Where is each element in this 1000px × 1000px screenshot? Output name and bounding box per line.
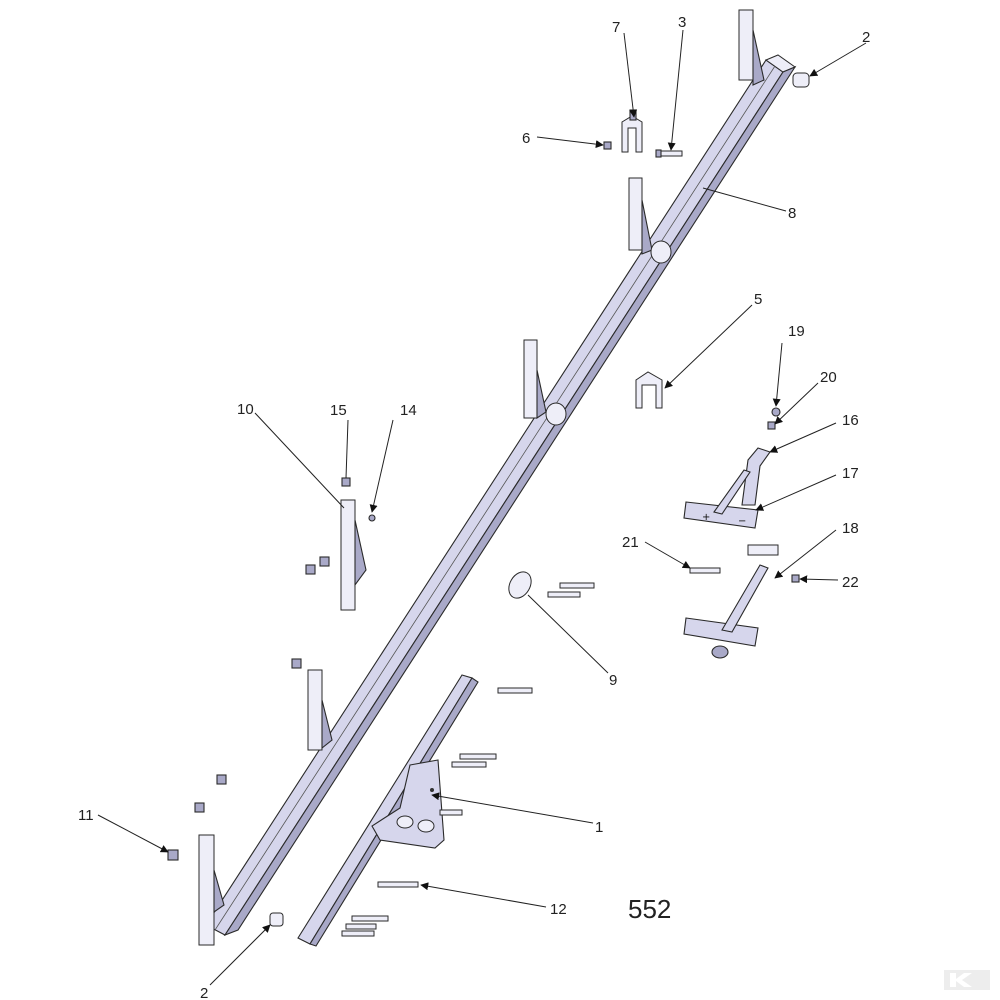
washer-part-14 — [368, 514, 376, 522]
callout-18: 18 — [842, 520, 859, 537]
nut-loose-b — [319, 556, 330, 567]
callout-9: 9 — [609, 672, 617, 689]
bracket-part-18 — [683, 544, 779, 659]
leader-21 — [644, 541, 691, 569]
bushing-top — [792, 72, 810, 88]
nut-loose-e — [194, 802, 205, 813]
bolts-near-part-9 — [547, 582, 595, 598]
nut-part-6 — [603, 141, 612, 150]
leader-9 — [527, 594, 609, 674]
callout-19: 19 — [788, 323, 805, 340]
plate-part-9 — [508, 571, 532, 599]
svg-text:+: + — [702, 512, 710, 523]
leader-22 — [799, 575, 839, 584]
callout-3: 3 — [678, 14, 686, 31]
nut-loose-c — [291, 658, 302, 669]
callout-1: 1 — [595, 819, 603, 836]
nut-loose-a — [305, 564, 316, 575]
main-beam — [205, 54, 797, 937]
tine-holder-top — [738, 9, 765, 86]
callout-14: 14 — [400, 402, 417, 419]
callout-10: 10 — [237, 401, 254, 418]
bracket-part-5 — [635, 371, 663, 409]
leader-2b — [209, 924, 271, 986]
nut-loose-d — [216, 774, 227, 785]
callout-5: 5 — [754, 291, 762, 308]
beam-pad-lower — [545, 402, 567, 426]
callout-22: 22 — [842, 574, 859, 591]
bracket-part-16 — [741, 447, 771, 506]
bolt-part-3 — [655, 149, 683, 158]
leader-7 — [623, 32, 638, 118]
callout-7: 7 — [612, 19, 620, 36]
tine-holder-3 — [523, 339, 547, 420]
callout-20: 20 — [820, 369, 837, 386]
leader-15 — [345, 419, 349, 479]
callout-16: 16 — [842, 412, 859, 429]
beam-pad-upper — [650, 240, 672, 264]
washer-part-19 — [771, 407, 781, 417]
clamp-part-7 — [621, 109, 643, 153]
bracket-part-17: + − — [683, 469, 759, 529]
callout-6: 6 — [522, 130, 530, 147]
leader-19 — [772, 342, 783, 407]
nut-part-22 — [791, 574, 800, 583]
bolts-near-part-1 — [439, 687, 533, 816]
tine-holder-4 — [307, 669, 333, 751]
callout-21: 21 — [622, 534, 639, 551]
leader-18 — [774, 529, 837, 579]
leader-16 — [769, 422, 837, 453]
leader-10 — [254, 412, 345, 509]
leader-14 — [369, 419, 394, 513]
leader-3 — [667, 29, 684, 151]
bolts-part-12 — [341, 881, 419, 937]
callout-2b: 2 — [200, 985, 208, 1000]
leader-8 — [702, 187, 787, 212]
callout-15: 15 — [330, 402, 347, 419]
leader-17 — [755, 474, 837, 511]
bracket-part-1 — [371, 759, 445, 849]
callout-11: 11 — [78, 807, 94, 824]
leader-6 — [536, 136, 604, 149]
tine-holder-2 — [628, 177, 653, 255]
callout-17: 17 — [842, 465, 859, 482]
nut-part-15 — [341, 477, 351, 487]
leader-2a — [809, 42, 867, 77]
leader-11 — [97, 814, 169, 853]
figure-number: 552 — [628, 894, 671, 924]
bushing-bottom — [269, 912, 284, 927]
callout-2a: 2 — [862, 29, 870, 46]
tine-holder-bottom — [198, 834, 225, 946]
watermark-logo — [944, 970, 990, 990]
callout-12: 12 — [550, 901, 567, 918]
nut-part-20 — [767, 421, 776, 430]
nut-part-11 — [167, 849, 179, 861]
leader-12 — [420, 882, 547, 908]
bolt-part-21 — [689, 567, 721, 574]
leader-1 — [431, 792, 594, 824]
leader-20 — [774, 382, 819, 425]
callout-8: 8 — [788, 205, 796, 222]
svg-text:−: − — [738, 516, 746, 527]
tine-holder-part-10 — [340, 499, 367, 611]
leader-5 — [664, 304, 753, 389]
